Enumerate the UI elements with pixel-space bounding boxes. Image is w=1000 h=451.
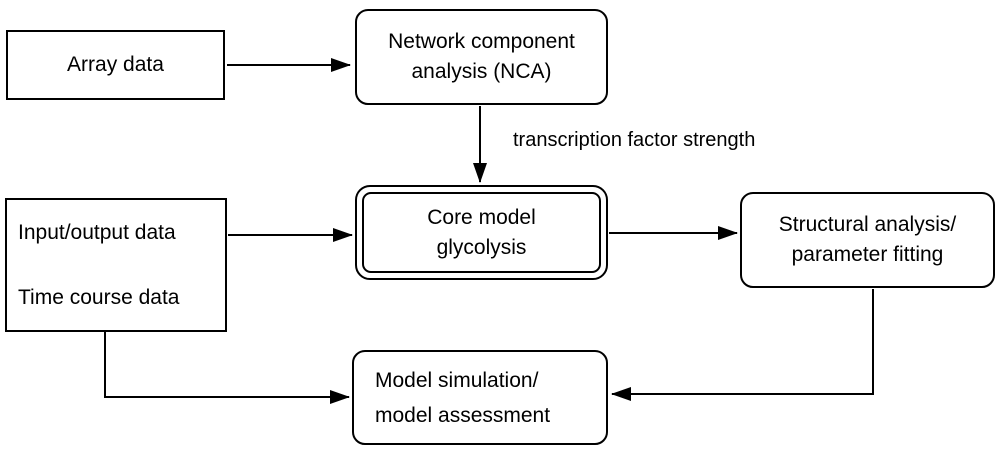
edge-label-transcription-factor-strength: transcription factor strength <box>513 129 756 151</box>
node-array-data: Array data <box>6 30 225 100</box>
node-structural-label-line2: parameter fitting <box>791 243 944 266</box>
node-core-label-line2: glycolysis <box>436 235 527 259</box>
node-model-simulation: Model simulation/ model assessment <box>352 350 608 445</box>
node-simulation-label-line1: Model simulation/ <box>375 368 539 392</box>
node-structural-analysis: Structural analysis/ parameter fitting <box>740 192 995 288</box>
node-network-component-analysis: Network component analysis (NCA) <box>355 9 608 105</box>
node-io-label-line1: Input/output data <box>18 220 176 244</box>
node-core-label-line1: Core model <box>427 205 536 229</box>
node-nca-label-line1: Network component <box>388 30 575 53</box>
node-input-output-data: Input/output data Time course data <box>5 198 227 332</box>
node-array-data-label: Array data <box>67 53 164 76</box>
node-core-model-glycolysis: Core model glycolysis <box>355 185 608 280</box>
node-nca-label-line2: analysis (NCA) <box>411 60 552 83</box>
edge-structural-to-simulation <box>611 289 874 401</box>
edge-io-to-simulation <box>104 331 350 404</box>
core-model-inner-border: Core model glycolysis <box>362 192 601 273</box>
node-io-label-line2: Time course data <box>18 285 180 309</box>
node-simulation-label-line2: model assessment <box>375 403 551 427</box>
node-structural-label-line1: Structural analysis/ <box>778 213 957 236</box>
